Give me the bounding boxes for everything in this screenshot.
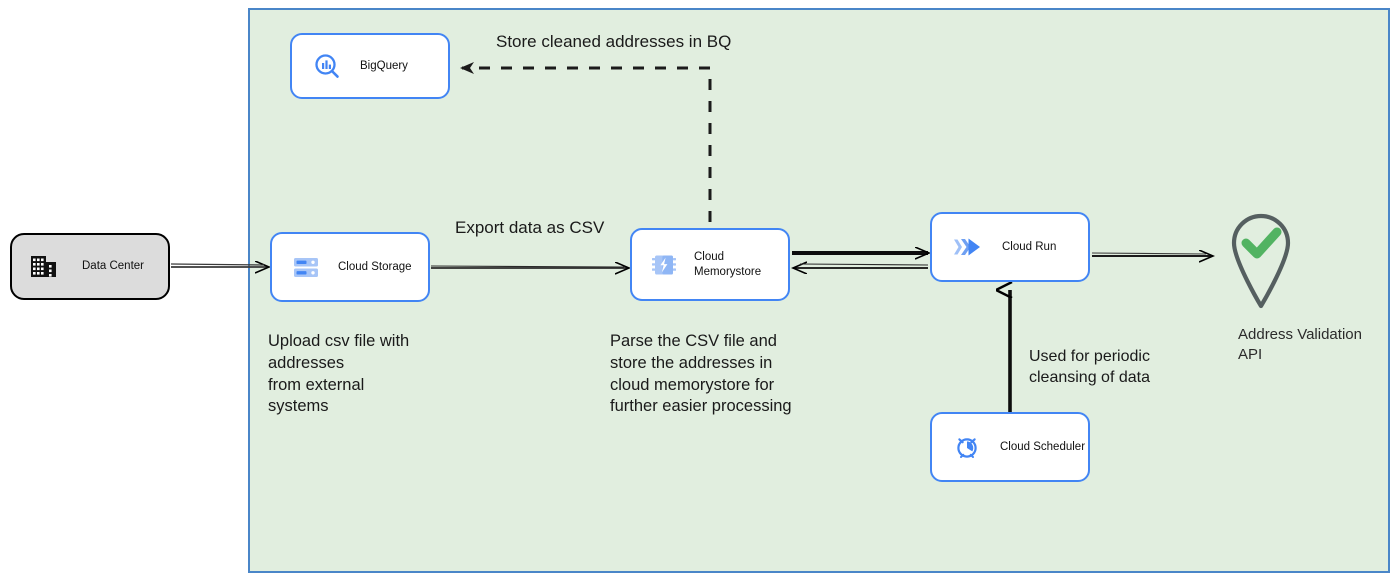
node-label: Cloud Storage — [338, 260, 412, 273]
annotation-parse: Parse the CSV file and store the address… — [610, 332, 792, 416]
edge-storage-to-memorystore — [430, 266, 628, 268]
node-cloud-scheduler[interactable]: Cloud Scheduler — [930, 412, 1090, 482]
edge-datacenter-to-storage — [170, 264, 268, 267]
google-cloud-boundary — [248, 8, 1390, 573]
node-label: BigQuery — [360, 59, 408, 72]
node-label: Cloud Memorystore — [694, 251, 762, 278]
node-data-center[interactable]: Data Center — [10, 233, 170, 300]
edge-memorystore-to-cloudrun — [792, 253, 928, 268]
cloud-scheduler-clock-icon — [950, 432, 984, 462]
node-label: Cloud Run — [1002, 240, 1057, 253]
annotation-upload: Upload csv file with addresses from exte… — [268, 332, 410, 416]
cloud-memorystore-icon — [648, 250, 680, 280]
node-bigquery[interactable]: BigQuery — [290, 33, 450, 99]
node-cloud-memorystore[interactable]: Cloud Memorystore — [630, 228, 790, 301]
edge-label-store-bq: Store cleaned addresses in BQ — [496, 32, 732, 51]
cloud-run-icon — [950, 232, 986, 262]
map-pin-check-icon — [1218, 205, 1304, 309]
cloud-storage-icon — [290, 252, 322, 282]
node-cloud-storage[interactable]: Cloud Storage — [270, 232, 430, 302]
edge-cloudrun-to-address-api — [1091, 253, 1212, 256]
bigquery-icon — [310, 51, 344, 81]
address-validation-api-caption: Address Validation API — [1238, 326, 1362, 363]
node-cloud-run[interactable]: Cloud Run — [930, 212, 1090, 282]
edge-label-scheduler: Used for periodic cleansing of data — [1029, 348, 1150, 387]
edge-cloudrun-to-bigquery — [460, 62, 712, 222]
datacenter-building-icon — [26, 252, 60, 282]
node-label: Cloud Scheduler — [1000, 440, 1086, 453]
edge-label-export-csv: Export data as CSV — [455, 218, 605, 237]
node-label: Data Center — [82, 260, 145, 273]
